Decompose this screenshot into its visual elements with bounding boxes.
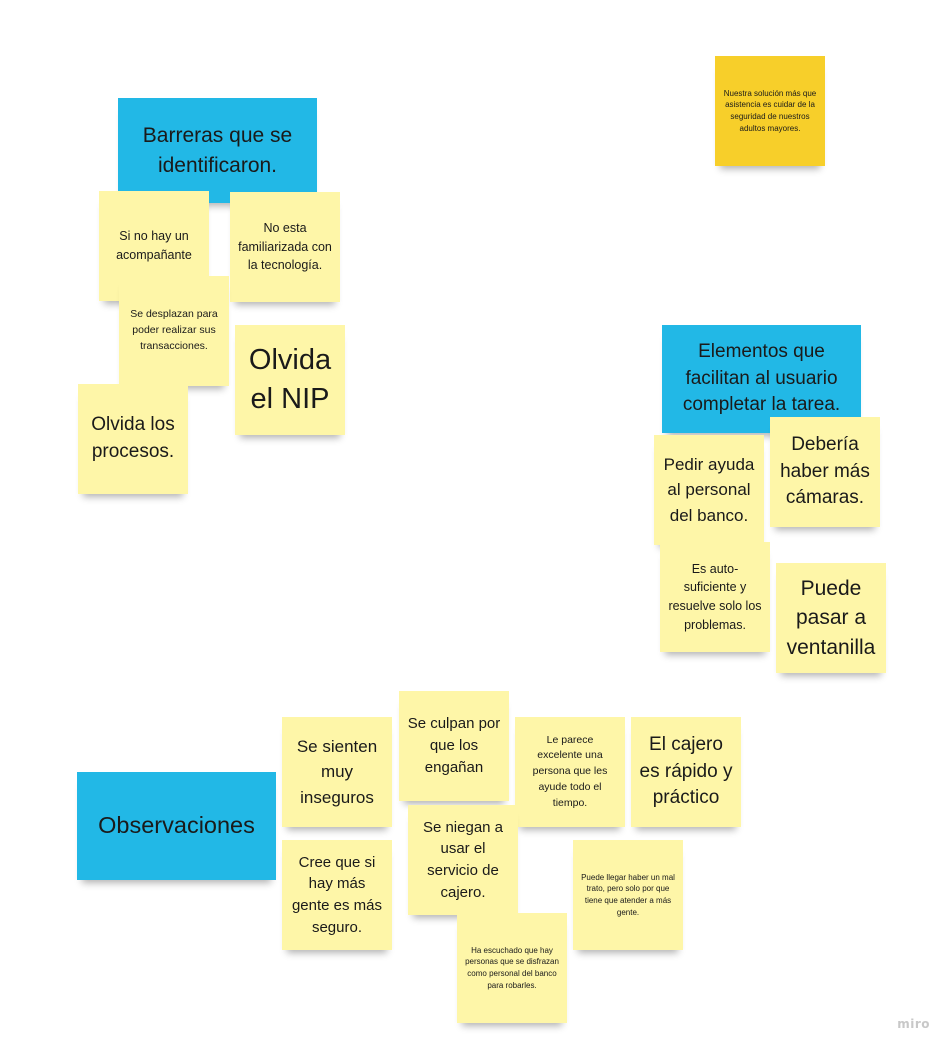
header-note-observaciones[interactable]: Observaciones (77, 772, 276, 880)
sticky-note-disfrazan[interactable]: Ha escuchado que hay personas que se dis… (457, 913, 567, 1023)
sticky-note-text: Puede llegar haber un mal trato, pero so… (581, 872, 675, 917)
sticky-note-text: No esta familiarizada con la tecnología. (238, 220, 332, 273)
sticky-note-text: Se sienten muy inseguros (296, 736, 378, 807)
sticky-note-text: Debería haber más cámaras. (780, 434, 870, 509)
sticky-note-inseguros[interactable]: Se sienten muy inseguros (282, 717, 392, 827)
miro-logo: miro (897, 1017, 930, 1031)
sticky-note-ventanilla[interactable]: Puede pasar a ventanilla (776, 563, 886, 673)
sticky-note-text: Se niegan a usar el servicio de cajero. (422, 818, 504, 901)
sticky-note-text: Ha escuchado que hay personas que se dis… (465, 945, 559, 990)
sticky-note-text: Se desplazan para poder realizar sus tra… (130, 308, 218, 352)
sticky-note-solution[interactable]: Nuestra solución más que asistencia es c… (715, 56, 825, 166)
sticky-note-desplazan[interactable]: Se desplazan para poder realizar sus tra… (119, 276, 229, 386)
header-note-elementos[interactable]: Elementos que facilitan al usuario compl… (662, 325, 861, 433)
sticky-note-text: Es auto-suficiente y resuelve solo los p… (668, 561, 762, 632)
sticky-note-text: El cajero es rápido y práctico (639, 734, 733, 809)
sticky-note-text: Puede pasar a ventanilla (786, 576, 876, 659)
header-note-text: Observaciones (98, 812, 255, 839)
sticky-note-nip[interactable]: Olvida el NIP (235, 325, 345, 435)
sticky-note-text: Pedir ayuda al personal del banco. (663, 454, 755, 525)
header-note-text: Elementos que facilitan al usuario compl… (682, 341, 841, 416)
header-note-barreras[interactable]: Barreras que se identificaron. (118, 98, 317, 203)
header-note-text: Barreras que se identificaron. (142, 124, 293, 177)
sticky-note-autosuficiente[interactable]: Es auto-suficiente y resuelve solo los p… (660, 542, 770, 652)
sticky-note-procesos[interactable]: Olvida los procesos. (78, 384, 188, 494)
sticky-note-mas-gente[interactable]: Cree que si hay más gente es más seguro. (282, 840, 392, 950)
sticky-note-niegan[interactable]: Se niegan a usar el servicio de cajero. (408, 805, 518, 915)
sticky-note-text: Le parece excelente una persona que les … (532, 733, 608, 809)
sticky-note-culpan[interactable]: Se culpan por que los engañan (399, 691, 509, 801)
sticky-note-pedir-ayuda[interactable]: Pedir ayuda al personal del banco. (654, 435, 764, 545)
sticky-note-text: Cree que si hay más gente es más seguro. (291, 853, 383, 936)
sticky-note-text: Se culpan por que los engañan (407, 715, 501, 776)
sticky-note-mal-trato[interactable]: Puede llegar haber un mal trato, pero so… (573, 840, 683, 950)
sticky-note-rapido[interactable]: El cajero es rápido y práctico (631, 717, 741, 827)
sticky-note-tecnologia[interactable]: No esta familiarizada con la tecnología. (230, 192, 340, 302)
sticky-note-text: Si no hay un acompañante (116, 229, 192, 262)
sticky-note-camaras[interactable]: Debería haber más cámaras. (770, 417, 880, 527)
sticky-note-text: Olvida el NIP (248, 343, 332, 415)
sticky-note-excelente[interactable]: Le parece excelente una persona que les … (515, 717, 625, 827)
sticky-note-text: Olvida los procesos. (91, 414, 175, 462)
sticky-note-text: Nuestra solución más que asistencia es c… (723, 88, 817, 133)
